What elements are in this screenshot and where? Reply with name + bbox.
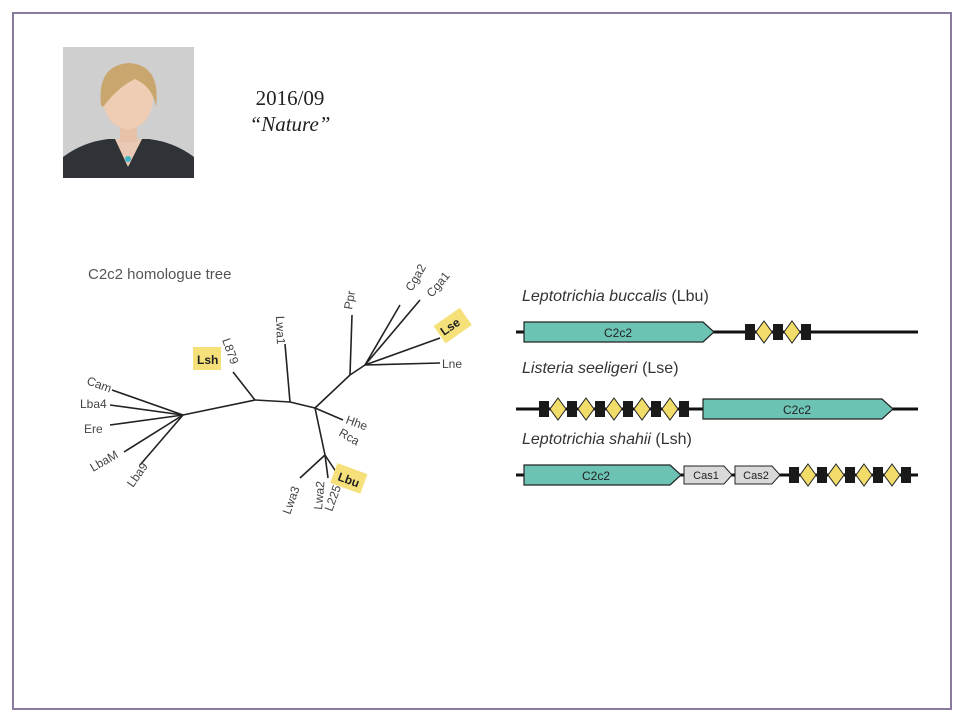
- gene-cas1: [683, 465, 733, 485]
- gene-c2c2-lse: [702, 398, 894, 420]
- svg-text:C2c2: C2c2: [783, 403, 811, 417]
- crispr-array-lse: [539, 397, 689, 421]
- leaf-lne: Lne: [442, 357, 462, 371]
- portrait-image: [63, 47, 194, 178]
- tree-branches: [109, 299, 441, 479]
- highlight-lsh: [193, 347, 221, 370]
- gene-cas2: [734, 465, 781, 485]
- svg-text:Cas1: Cas1: [693, 470, 719, 482]
- species-label-lse: Listeria seeligeri (Lse): [522, 360, 679, 377]
- species-label-lsh: Leptotrichia shahii (Lsh): [522, 431, 692, 448]
- highlight-lbu: [330, 463, 368, 494]
- leaf-lba4: Lba4: [80, 397, 107, 411]
- locus-lbu: C2c2: [516, 320, 918, 344]
- svg-text:C2c2: C2c2: [604, 326, 632, 340]
- leaf-ppr: Ppr: [341, 290, 358, 311]
- crispr-array-lsh: [789, 463, 911, 487]
- leaf-lwa1: Lwa1: [273, 316, 288, 345]
- leaf-lwa2: Lwa2: [311, 480, 327, 510]
- highlight-lse: [433, 307, 472, 344]
- locus-lsh: C2c2 Cas1 Cas2: [516, 463, 918, 487]
- gene-c2c2-lsh: [523, 464, 682, 486]
- svg-text:C2c2: C2c2: [582, 469, 610, 483]
- leaf-lsh: Lsh: [197, 353, 218, 367]
- locus-lse: C2c2: [516, 397, 918, 421]
- svg-text:Cas2: Cas2: [743, 470, 769, 482]
- gene-c2c2-lbu: [523, 321, 715, 343]
- leaf-ere: Ere: [84, 422, 103, 436]
- crispr-array-lbu: [745, 320, 811, 344]
- journal-caption: “Nature”: [249, 112, 331, 136]
- tree-title: C2c2 homologue tree: [88, 266, 232, 283]
- species-label-lbu: Leptotrichia buccalis (Lbu): [522, 288, 709, 305]
- date-caption: 2016/09: [255, 86, 325, 110]
